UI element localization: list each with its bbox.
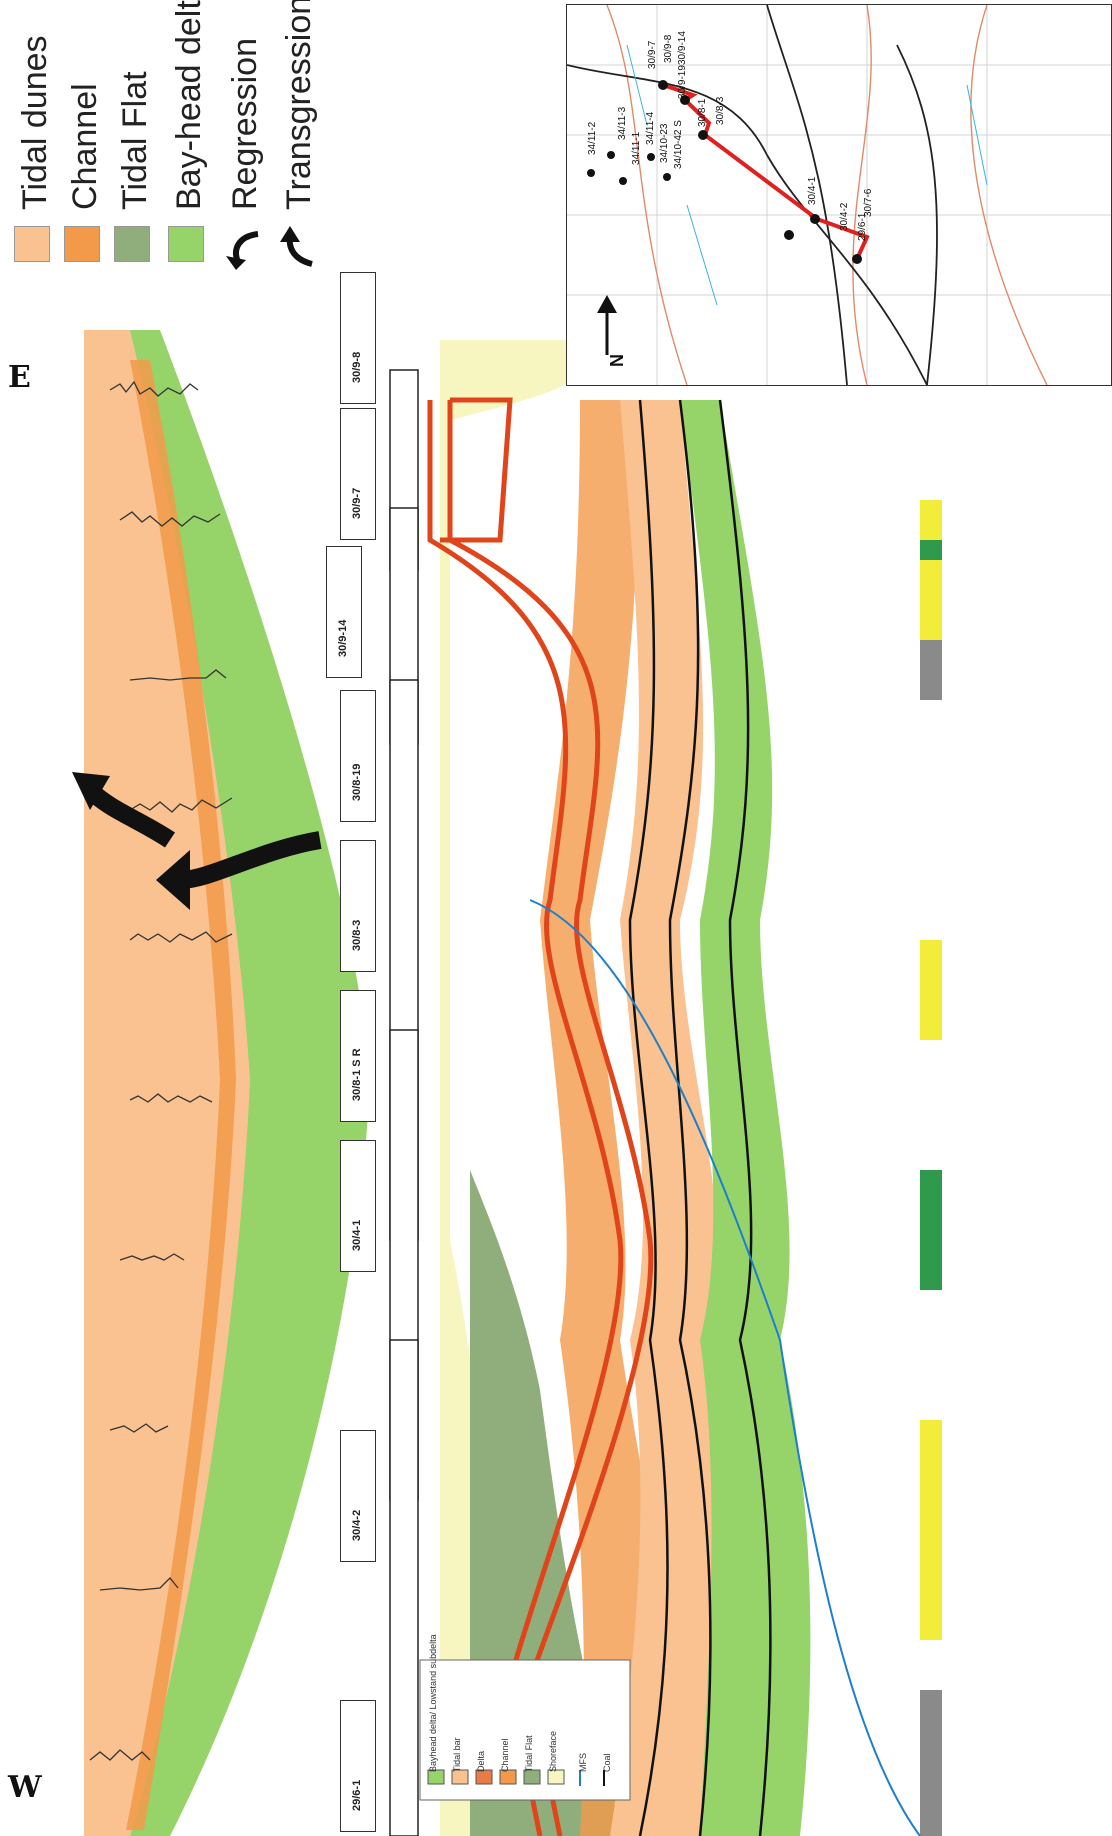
map-label-34-11-1: 34/11-1 [631, 131, 642, 165]
section-legend-channel: Channel [500, 1738, 510, 1772]
legend-label-tidal-flat: Tidal Flat [116, 71, 154, 210]
section-legend-delta: Delta [476, 1750, 486, 1772]
regression-arrow-icon [226, 231, 259, 270]
map-canvas [566, 4, 1111, 386]
legend-label-tidal-dunes: Tidal dunes [16, 35, 54, 210]
location-map: N 34/11-2 34/11-3 34/11-1 34/11-4 34/10-… [566, 4, 1112, 386]
map-label-34-11-2: 34/11-2 [587, 121, 598, 155]
channel-zone [540, 400, 680, 1836]
well-tag-30-9-7: 30/9-7 [340, 408, 376, 540]
correlation-panel [380, 340, 950, 1836]
legend-swatch-bay-head-delta [168, 226, 204, 262]
section-legend-mfs: MFS [578, 1753, 588, 1772]
transgression-arrow-icon [280, 226, 313, 267]
map-label-34-10-23: 34/10-23 [659, 123, 670, 163]
legend-swatch-tidal-dunes [14, 226, 50, 262]
channel-band [126, 360, 236, 1830]
well-tag-30-9-14: 30/9-14 [326, 546, 362, 678]
legend-swatch-tidal-flat [114, 226, 150, 262]
map-label-34-11-3: 34/11-3 [617, 106, 628, 140]
north-arrow-icon [597, 295, 617, 355]
well-tag-30-4-2: 30/4-2 [340, 1430, 376, 1562]
map-label-30-9-14: 30/9-14 [677, 31, 688, 65]
map-label-30-9-8: 30/9-8 [663, 34, 674, 63]
legend-label-regression: Regression [226, 38, 264, 210]
log-traces [89, 380, 233, 1761]
well-columns [389, 369, 419, 1836]
tidal-dunes-body [84, 330, 250, 1836]
conceptual-section [72, 330, 370, 1836]
compass-west: W [8, 1770, 42, 1805]
section-legend-tidal-bar: Tidal bar [452, 1737, 462, 1772]
well-tag-30-8-1-s-r: 30/8-1 S R [340, 990, 376, 1122]
well-tag-30-8-3: 30/8-3 [340, 840, 376, 972]
map-label-30-8-1: 30/8-1 [697, 98, 708, 127]
section-legend-shoreface: Shoreface [548, 1730, 558, 1772]
well-tag-30-8-19: 30/8-19 [340, 690, 376, 822]
map-label-30-7-6: 30/7-6 [863, 188, 874, 217]
correlation-route [662, 83, 870, 260]
well-tag-30-4-1: 30/4-1 [340, 1140, 376, 1272]
map-label-30-8-3: 30/8-3 [715, 96, 726, 125]
well-tag-29-6-1: 29/6-1 [340, 1700, 376, 1832]
compass-east: E [8, 360, 31, 395]
legend-swatch-channel [64, 226, 100, 262]
map-label-34-10-42-s: 34/10-42 S [673, 120, 684, 169]
map-label-34-11-4: 34/11-4 [645, 111, 656, 145]
map-label-30-9-19: 30/9-19 [677, 65, 688, 99]
legend-label-transgression: Transgression [280, 0, 318, 210]
map-north-label: N [607, 354, 627, 367]
section-legend [419, 1659, 631, 1801]
map-label-30-9-7: 30/9-7 [647, 40, 658, 69]
section-legend-tidal-flat: Tidal Flat [524, 1735, 534, 1772]
map-label-30-4-1: 30/4-1 [807, 176, 818, 205]
map-label-30-4-2: 30/4-2 [839, 202, 850, 231]
legend-label-channel: Channel [66, 83, 104, 210]
section-legend-coal: Coal [602, 1753, 612, 1772]
legend-label-bay-head-delta: Bay-head delta [170, 0, 208, 210]
well-tag-30-9-8: 30/9-8 [340, 272, 376, 404]
section-legend-bayhead: Bayhead delta/ Lowstand subdelta [428, 1634, 438, 1772]
